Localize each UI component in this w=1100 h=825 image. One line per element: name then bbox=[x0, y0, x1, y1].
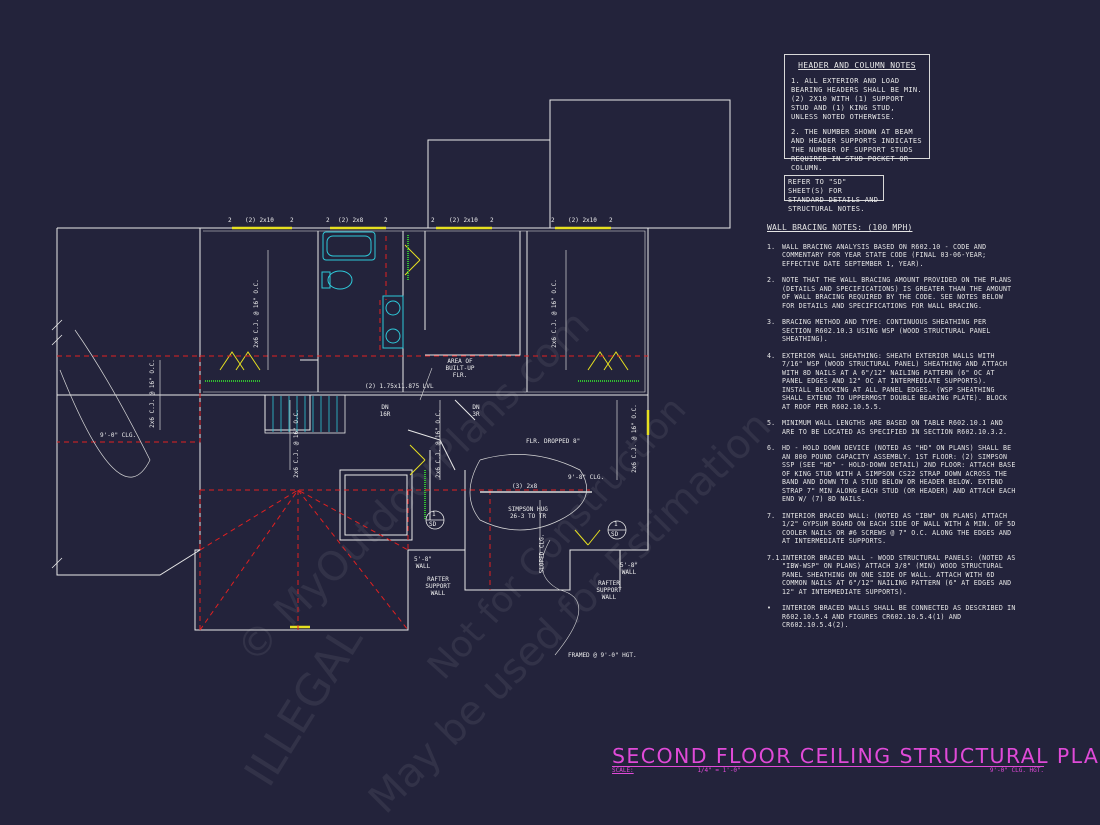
sheet-title: SECOND FLOOR CEILING STRUCTURAL PLAN bbox=[612, 744, 1100, 768]
header-label-3: (2) 2x10 bbox=[449, 217, 478, 224]
wall-note-item: 7.INTERIOR BRACED WALL: (NOTED AS "IBW" … bbox=[767, 511, 1016, 546]
header-note-1: 1. ALL EXTERIOR AND LOAD BEARING HEADERS… bbox=[791, 77, 922, 121]
header-label-1: (2) 2x10 bbox=[245, 217, 274, 224]
red-dashed-lines bbox=[57, 236, 648, 631]
rafter-support-right: RAFTER SUPPORT WALL bbox=[596, 580, 622, 601]
roof-box-right bbox=[549, 99, 731, 229]
roof-box-center bbox=[427, 139, 551, 229]
break-marks bbox=[51, 319, 63, 569]
simpson-label: SIMPSON HUG 26-3 TO TR bbox=[508, 506, 548, 520]
wall-note-item: 7.1.INTERIOR BRACED WALL - WOOD STRUCTUR… bbox=[767, 553, 1016, 596]
joist-label-6: 2x6 C.J. @ 16" O.C. bbox=[292, 409, 300, 478]
shelves bbox=[205, 235, 640, 520]
sloped-ceiling-label: SLOPED CLG. bbox=[538, 533, 546, 574]
scale-value: 1/4" = 1'-0" bbox=[697, 767, 741, 774]
wall-bracing-title: WALL BRACING NOTES: (100 MPH) bbox=[767, 223, 913, 232]
detail-number-2: 1 bbox=[614, 521, 618, 528]
stud-count: 2 bbox=[326, 217, 330, 224]
stair-down-label-1: DN 16R bbox=[379, 404, 391, 418]
wall-note-item: 5.MINIMUM WALL LENGTHS ARE BASED ON TABL… bbox=[767, 419, 1008, 436]
ceiling-height-note: 9'-0" CLG. HGT. bbox=[989, 767, 1044, 774]
wall-note-item: 2.NOTE THAT THE WALL BRACING AMOUNT PROV… bbox=[767, 276, 1012, 310]
header-label-2: (2) 2x8 bbox=[338, 217, 364, 224]
main-outline bbox=[199, 227, 649, 396]
detail-sheet-1: SD bbox=[429, 521, 437, 528]
framed-height-label: FRAMED @ 9'-0" HGT. bbox=[568, 652, 637, 659]
span-arrows bbox=[59, 250, 618, 570]
scale-row: SCALE: 1/4" = 1'-0" 9'-0" CLG. HGT. bbox=[612, 767, 1044, 774]
wall-note-item: 3.BRACING METHOD AND TYPE: CONTINUOUS SH… bbox=[767, 318, 991, 343]
bath-walls bbox=[402, 231, 426, 392]
wall-height-right: 5'-8" WALL bbox=[619, 562, 639, 576]
header-label-4: (2) 2x10 bbox=[568, 217, 597, 224]
joist-label-1: 2x6 C.J. @ 16" O.C. bbox=[252, 279, 260, 348]
refer-note-box: REFER TO "SD" SHEET(S) FOR STANDARD DETA… bbox=[784, 175, 884, 213]
ceiling-height-right: 9'-8" CLG. bbox=[568, 474, 605, 481]
stud-count: 2 bbox=[431, 217, 435, 224]
leader-lines bbox=[419, 367, 580, 656]
stud-count: 2 bbox=[490, 217, 494, 224]
bedroom-mid-walls bbox=[425, 231, 528, 392]
detail-callouts bbox=[425, 510, 627, 540]
joist-label-5: 2x6 C.J. @ 16" O.C. bbox=[630, 404, 638, 473]
stair-down-label-2: DN 3R bbox=[472, 404, 480, 418]
wall-height-left: 5'-8" WALL bbox=[413, 556, 433, 570]
door-swings bbox=[219, 244, 629, 546]
scale-label: SCALE: bbox=[612, 767, 634, 774]
detail-sheet-2: SD bbox=[611, 531, 619, 538]
joist-label-4: 2x6 C.J. @ 16" O.C. bbox=[434, 409, 442, 478]
stud-count: 2 bbox=[609, 217, 613, 224]
wall-bracing-notes: WALL BRACING NOTES: (100 MPH) 1.WALL BRA… bbox=[767, 223, 1017, 638]
stud-count: 2 bbox=[384, 217, 388, 224]
floor-dropped-label: FLR. DROPPED 8" bbox=[526, 438, 581, 445]
wall-note-item: •INTERIOR BRACED WALLS SHALL BE CONNECTE… bbox=[767, 604, 1016, 629]
bedroom-left-walls bbox=[300, 231, 319, 392]
built-up-floor-label: AREA OF BUILT-UP FLR. bbox=[445, 358, 475, 379]
dining-walls bbox=[429, 450, 466, 550]
joist-label-2: 2x6 C.J. @ 16" O.C. bbox=[550, 279, 558, 348]
detail-number-1: 1 bbox=[432, 511, 436, 518]
title-underline bbox=[612, 766, 1044, 767]
beam-label: (3) 2x8 bbox=[512, 483, 538, 490]
main-outline-inner bbox=[203, 230, 646, 393]
header-notes-title: HEADER AND COLUMN NOTES bbox=[798, 61, 916, 70]
bath-fixtures bbox=[321, 231, 404, 349]
rafter-support-left: RAFTER SUPPORT WALL bbox=[425, 576, 451, 597]
ceiling-height-left: 9'-0" CLG. bbox=[100, 432, 137, 439]
wall-note-item: 4.EXTERIOR WALL SHEATHING: SHEATH EXTERI… bbox=[767, 351, 1008, 411]
headers bbox=[232, 226, 650, 629]
header-column-notes: HEADER AND COLUMN NOTES 1. ALL EXTERIOR … bbox=[784, 54, 930, 172]
refer-note: REFER TO "SD" SHEET(S) FOR STANDARD DETA… bbox=[788, 178, 879, 213]
stud-count: 2 bbox=[290, 217, 294, 224]
stair-treads bbox=[272, 396, 338, 432]
lvl-beam-label: (2) 1.75x11.875 LVL bbox=[365, 383, 434, 390]
stair-outline bbox=[264, 394, 346, 434]
wall-note-item: 1.WALL BRACING ANALYSIS BASED ON R602.10… bbox=[767, 242, 987, 268]
joist-label-3: 2x6 C.J. @ 16" O.C. bbox=[148, 359, 156, 428]
wall-note-item: 6.HD - HOLD DOWN DEVICE (NOTED AS "HD" O… bbox=[767, 444, 1016, 503]
lower-section-outline bbox=[194, 395, 649, 631]
header-note-2: 2. THE NUMBER SHOWN AT BEAM AND HEADER S… bbox=[791, 128, 922, 172]
left-area-outline bbox=[56, 227, 201, 576]
stud-count: 2 bbox=[551, 217, 555, 224]
stud-count: 2 bbox=[228, 217, 232, 224]
